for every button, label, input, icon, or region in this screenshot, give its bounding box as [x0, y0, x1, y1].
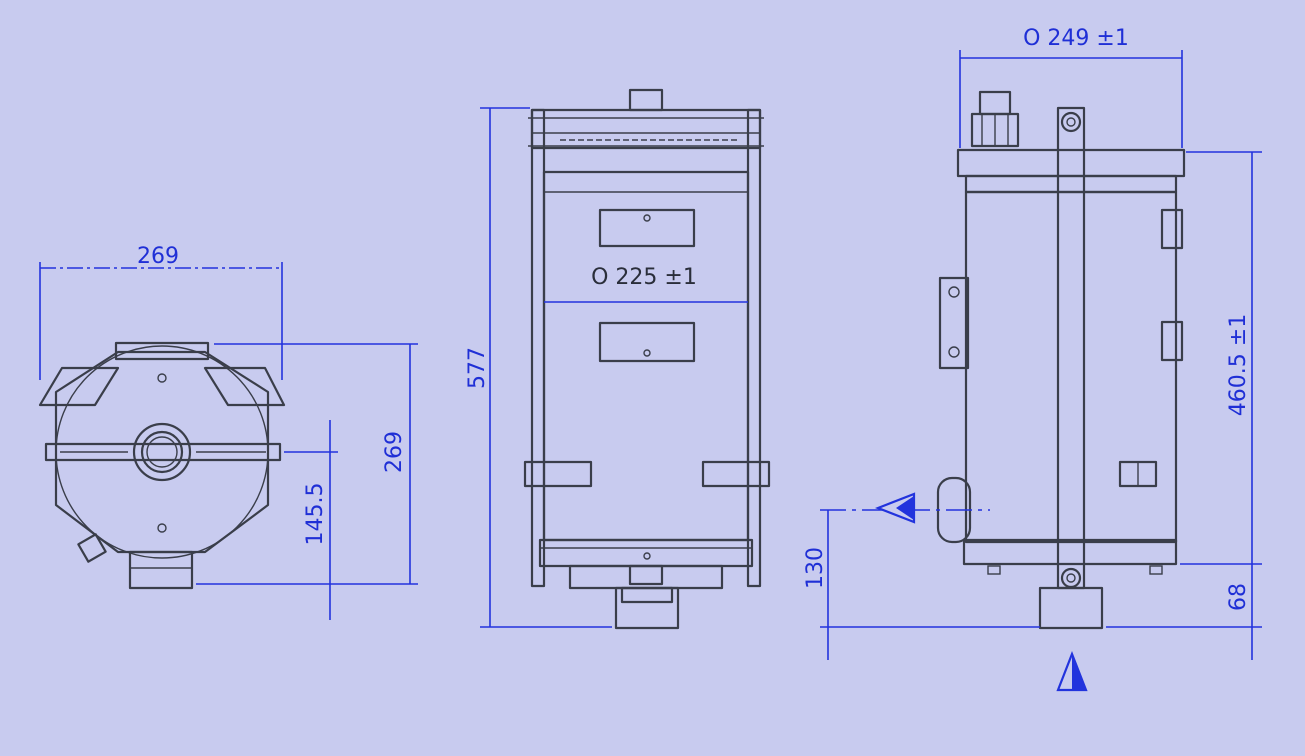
side-view-strap: [1056, 106, 1086, 590]
side-view-height-dim: 460.5 ±1: [1226, 314, 1251, 416]
side-view-tab: [1160, 320, 1184, 362]
side-view-base-dim: 68: [1226, 583, 1251, 611]
front-view: O 225 ±1 577: [465, 88, 771, 630]
side-view-outlet-dim: 130: [803, 547, 828, 589]
side-view-tab: [1160, 208, 1184, 250]
front-view-right-bracket: [701, 460, 771, 488]
side-view-mount-bracket: [938, 276, 970, 370]
front-view-diameter-dim: O 225 ±1: [591, 265, 697, 290]
top-view: 269 269 145.5: [38, 244, 418, 620]
top-view-lid-tab: [114, 341, 210, 361]
front-view-right-rail: [746, 108, 762, 588]
side-view-base-foot: [1038, 586, 1104, 630]
front-view-top-cap: [628, 88, 664, 112]
top-view-outer-ring: [55, 345, 269, 559]
top-view-offset-dim: 145.5: [303, 483, 328, 546]
front-view-left-rail: [530, 108, 546, 588]
side-view-lid: [956, 148, 1186, 178]
top-view-left-clamp: [38, 366, 120, 407]
front-view-label-plate: [598, 321, 696, 363]
side-view-diameter-dim: O 249 ±1: [1023, 26, 1129, 51]
outlet-flow-arrow-fill: [896, 496, 914, 520]
top-view-bolt-hole: [157, 373, 167, 383]
base-reference-arrow-fill: [1072, 654, 1086, 690]
front-view-label-plate: [598, 208, 696, 248]
side-view-body: [964, 190, 1178, 544]
side-view: O 249 ±1 460.5 ±1 68 130: [803, 26, 1262, 692]
top-view-valve: [77, 533, 107, 563]
top-view-body: [54, 350, 270, 554]
top-view-cross-bar: [44, 442, 282, 462]
top-view-center-fitting: [132, 422, 192, 482]
top-view-height-dim: 269: [382, 431, 407, 473]
front-view-left-bracket: [523, 460, 593, 488]
top-view-bolt-hole: [157, 523, 167, 533]
top-view-width-dim: 269: [137, 244, 179, 269]
top-view-right-clamp: [203, 366, 286, 407]
side-view-top-fitting: [978, 90, 1012, 116]
top-view-outlet: [128, 550, 194, 590]
front-view-lid: [530, 108, 762, 150]
front-view-height-dim: 577: [465, 347, 490, 389]
front-view-outlet: [614, 586, 680, 630]
